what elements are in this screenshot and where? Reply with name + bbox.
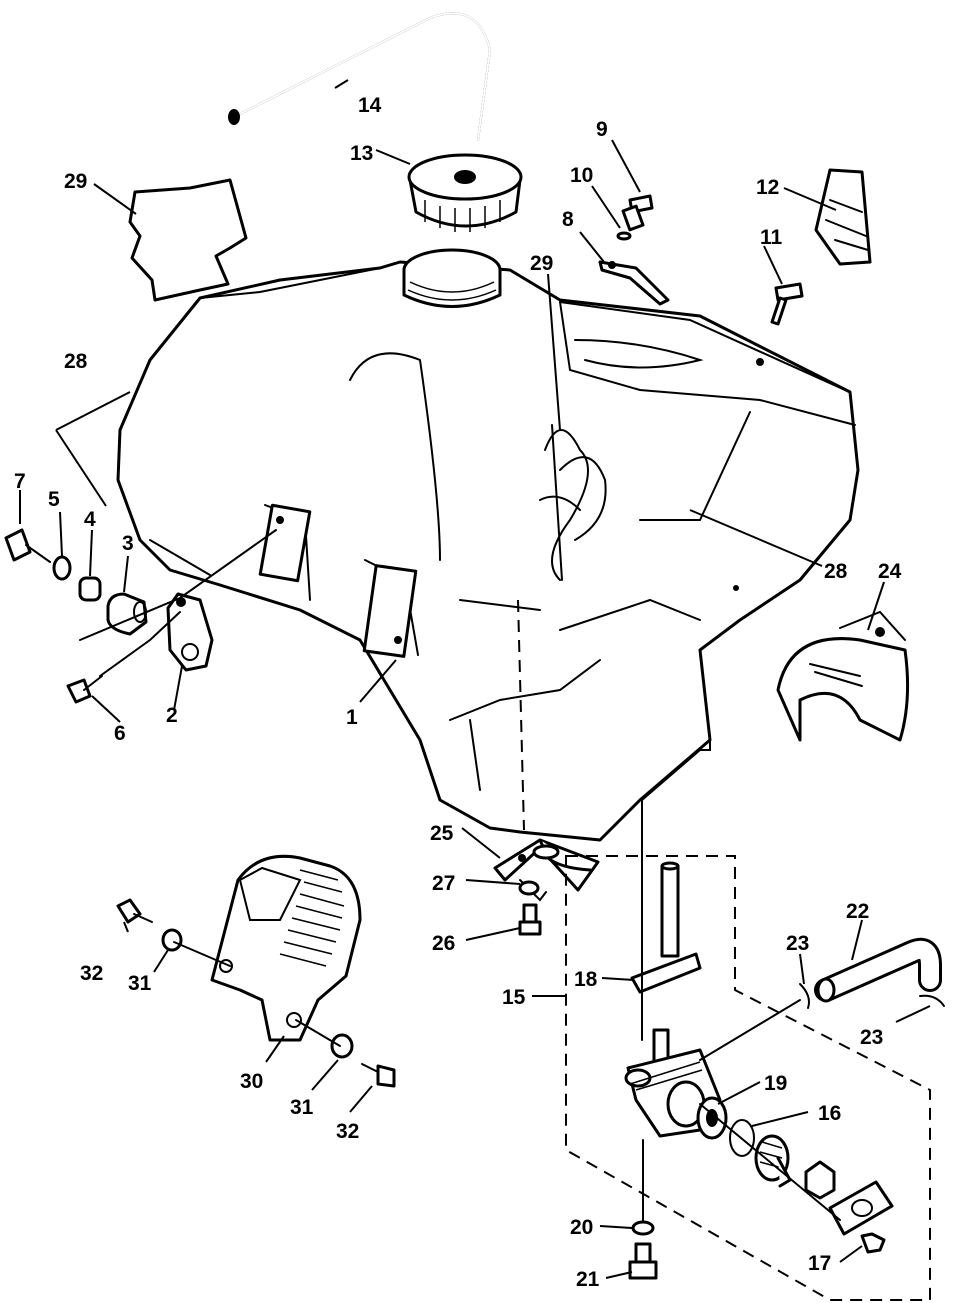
part-29-decal-logo (539, 424, 607, 581)
part-10-washer (616, 231, 632, 241)
part-fuel-cock-body (624, 1028, 722, 1138)
part-5-washer (52, 555, 72, 581)
part-27-washer (518, 880, 540, 896)
part-22-fuel-hose (814, 937, 942, 1003)
part-6-bolt (66, 675, 103, 704)
part-13-fuel-cap (407, 153, 523, 232)
callout-13: 13 (350, 142, 373, 165)
part-31-nut-bottom (330, 1033, 354, 1059)
callout-32-left: 32 (80, 962, 103, 985)
part-29-decal-left (128, 178, 248, 302)
part-7-bolt (4, 528, 51, 563)
callout-1: 1 (346, 706, 358, 729)
callout-23-left: 23 (786, 932, 809, 955)
callout-25: 25 (430, 822, 454, 845)
part-14-vent-hose (228, 12, 492, 141)
callout-29-left: 29 (64, 170, 87, 193)
part-4-collar (78, 576, 102, 602)
callout-3: 3 (122, 532, 134, 555)
part-cover-plate (828, 1180, 894, 1236)
part-16-o-ring (729, 1119, 755, 1157)
callout-29-center: 29 (530, 252, 553, 275)
callout-21: 21 (576, 1268, 600, 1291)
callout-28-left: 28 (64, 350, 88, 373)
callout-30: 30 (240, 1070, 263, 1093)
callout-16: 16 (818, 1102, 841, 1125)
callout-32-right: 32 (336, 1120, 359, 1143)
callout-31-left: 31 (128, 972, 152, 995)
part-26-bolt (518, 903, 542, 936)
part-12-clip (814, 168, 872, 266)
callout-7: 7 (14, 470, 26, 493)
part-32-bolt-bottom (361, 1063, 396, 1088)
callout-10: 10 (570, 164, 593, 187)
part-32-bolt-top (116, 898, 153, 924)
callout-26: 26 (432, 932, 455, 955)
part-17-screw (860, 1232, 886, 1254)
callout-19: 19 (764, 1072, 787, 1095)
part-8-bracket (598, 260, 670, 306)
part-31-nut-top (161, 928, 183, 952)
part-30-cover (210, 854, 362, 1042)
part-21-drain-bolt (628, 1242, 658, 1280)
callout-17: 17 (808, 1252, 831, 1275)
callout-31-right: 31 (290, 1096, 314, 1119)
callout-20: 20 (570, 1216, 593, 1239)
callout-18: 18 (574, 968, 598, 991)
part-23-clamp-left (799, 983, 810, 1009)
part-knob (804, 1160, 836, 1200)
part-20-washer (631, 1220, 655, 1236)
callout-5: 5 (48, 488, 60, 511)
part-11-screw (770, 282, 804, 326)
callout-12: 12 (756, 176, 779, 199)
part-15-fuel-cock-box (565, 855, 931, 1301)
assembly-lines (79, 529, 841, 1223)
callout-8: 8 (562, 208, 574, 231)
part-19-gasket (696, 1096, 728, 1140)
callout-23-right: 23 (860, 1026, 883, 1049)
callout-9: 9 (596, 118, 608, 141)
part-1-fuel-tank (116, 248, 860, 842)
callout-15: 15 (502, 986, 526, 1009)
callout-27: 27 (432, 872, 455, 895)
callout-22: 22 (846, 900, 869, 923)
part-2-bracket (166, 592, 214, 672)
part-23-clamp-right (919, 994, 945, 1007)
part-9-screw (621, 194, 654, 232)
part-lever (754, 1134, 792, 1188)
callout-28-right: 28 (824, 560, 848, 583)
callout-14: 14 (358, 94, 382, 117)
leader-lines (19, 79, 931, 1279)
callout-4: 4 (84, 508, 96, 531)
callout-6: 6 (114, 722, 126, 745)
callout-11: 11 (760, 226, 783, 249)
part-24-damper (776, 610, 910, 742)
part-18-strainer (630, 861, 702, 994)
callout-2: 2 (166, 704, 178, 727)
callout-24: 24 (878, 560, 902, 583)
part-25-bracket (493, 838, 600, 902)
